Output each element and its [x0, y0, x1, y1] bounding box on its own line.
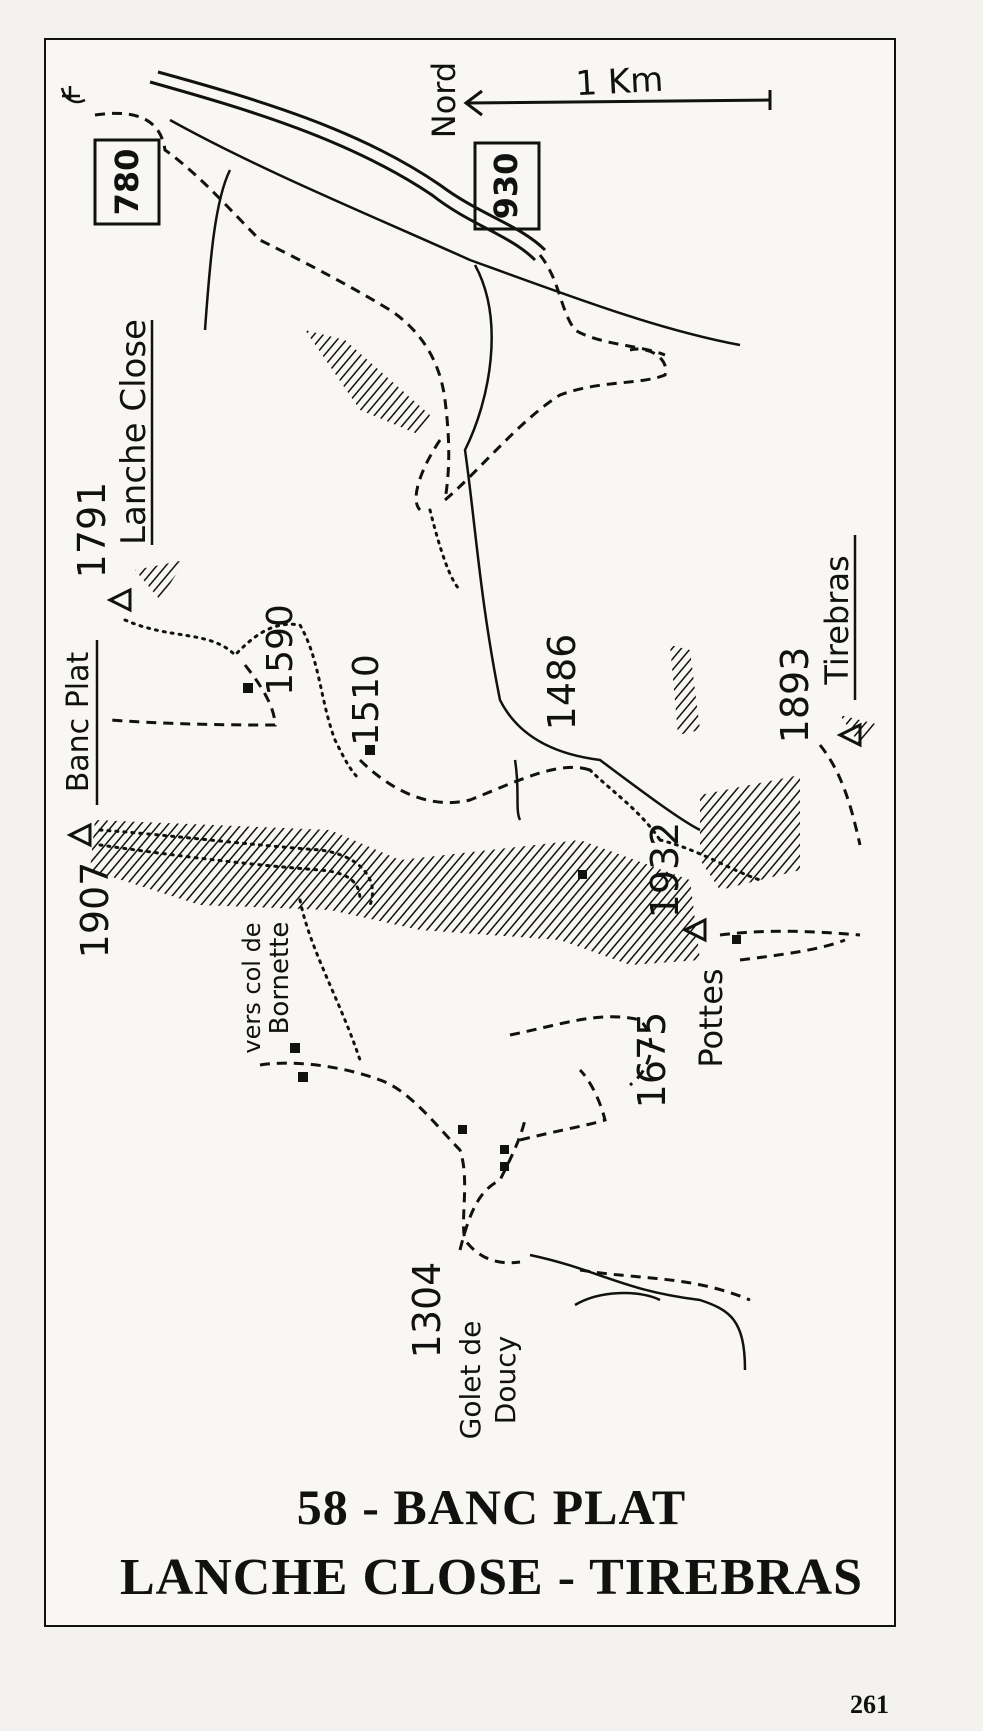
- map-title: 58 - BANC PLAT: [296, 1479, 687, 1535]
- dashed-paths: [94, 111, 862, 1302]
- spot-height-1590: 1590: [260, 604, 301, 696]
- scale-bar: [463, 89, 772, 117]
- summit-icon-1907: [66, 822, 92, 848]
- road-number-780: 780: [108, 149, 146, 216]
- summit-icon-1791: [106, 587, 132, 613]
- summit-name-banc-plat: Banc Plat: [61, 651, 96, 792]
- road-number-boxes: [93, 138, 541, 231]
- page-number: 261: [850, 1690, 889, 1719]
- golet-label-line1: Golet de: [454, 1321, 487, 1440]
- spot-height-1304: 1304: [405, 1262, 449, 1359]
- road-box-930: [473, 141, 541, 231]
- road-box-780: [93, 138, 161, 226]
- summit-name-pottes: Pottes: [692, 968, 730, 1067]
- name-underlines: [95, 320, 857, 805]
- spot-height-1510: 1510: [346, 654, 387, 746]
- col-label-line2: Bornette: [265, 922, 295, 1035]
- summit-altitude-1932: 1932: [643, 822, 687, 919]
- map-subtitle: LANCHE CLOSE - TIREBRAS: [119, 1549, 863, 1606]
- golet-label-line2: Doucy: [489, 1336, 522, 1424]
- spot-height-1486: 1486: [540, 634, 584, 731]
- summit-icon-1893: [836, 722, 862, 748]
- summit-name-lanche-close: Lanche Close: [114, 319, 154, 545]
- summit-altitude-1893: 1893: [773, 647, 817, 744]
- scale-label: 1 Km: [575, 60, 665, 105]
- town-symbol-icon: [60, 86, 86, 104]
- river-lines: [169, 118, 747, 1371]
- dotted-paths: [98, 508, 762, 1062]
- north-arrow-icon: [463, 89, 483, 117]
- summit-name-tirebras: Tirebras: [818, 555, 856, 685]
- cliff-hatching: [90, 330, 880, 965]
- col-label-line1: vers col de: [238, 922, 266, 1053]
- north-label: Nord: [425, 62, 463, 138]
- summit-altitude-1907: 1907: [73, 862, 117, 959]
- summit-altitude-1791: 1791: [70, 482, 114, 579]
- summit-triangles: [66, 587, 862, 943]
- road-number-930: 930: [487, 153, 525, 220]
- hut-markers: [243, 683, 741, 1171]
- main-road: [149, 70, 547, 262]
- summit-icon-1932: [681, 917, 707, 943]
- summit-altitude-1675: 1675: [630, 1012, 674, 1109]
